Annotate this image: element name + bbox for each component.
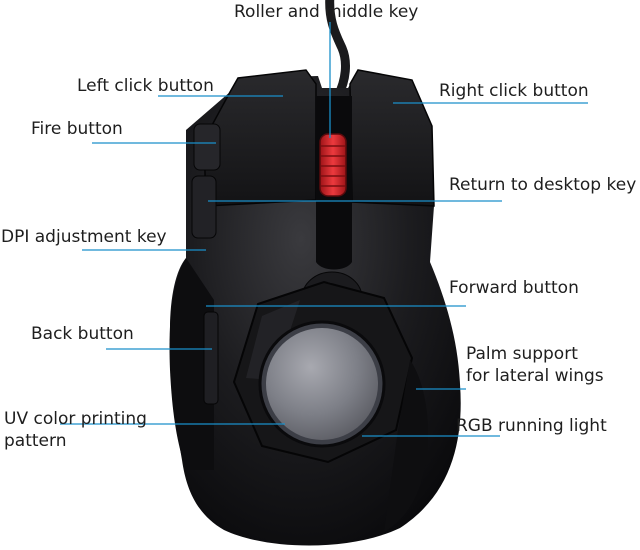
dpi-button-shape bbox=[191, 175, 217, 239]
label-fire: Fire button bbox=[31, 119, 123, 139]
right-click-shape bbox=[349, 69, 435, 207]
side-wing bbox=[169, 258, 214, 470]
label-roller: Roller and middle key bbox=[234, 2, 419, 22]
label-uv-line-2: pattern bbox=[4, 431, 67, 451]
label-palm-line-2: for lateral wings bbox=[466, 366, 604, 386]
left-click-shape bbox=[203, 69, 317, 207]
label-left-click: Left click button bbox=[77, 76, 214, 96]
label-uv-line-1: UV color printing bbox=[4, 409, 147, 429]
lateral-wing bbox=[384, 360, 429, 532]
palm-highlight bbox=[246, 300, 300, 380]
label-forward: Forward button bbox=[449, 278, 579, 298]
label-back: Back button bbox=[31, 324, 134, 344]
side-button-strip bbox=[203, 311, 219, 405]
rgb-disc bbox=[266, 328, 378, 440]
label-palm: Palm support for lateral wings bbox=[466, 343, 604, 387]
label-dpi: DPI adjustment key bbox=[1, 227, 167, 247]
mouse-cable bbox=[325, 0, 350, 101]
label-uv: UV color printing pattern bbox=[4, 408, 147, 452]
label-palm-line-1: Palm support bbox=[466, 344, 578, 364]
leader-lines bbox=[60, 22, 588, 437]
label-right-click: Right click button bbox=[439, 81, 589, 101]
label-return-desktop: Return to desktop key bbox=[449, 175, 637, 195]
fire-button-shape bbox=[193, 123, 221, 171]
scroll-wheel bbox=[319, 133, 347, 197]
label-rgb: RGB running light bbox=[456, 416, 607, 436]
